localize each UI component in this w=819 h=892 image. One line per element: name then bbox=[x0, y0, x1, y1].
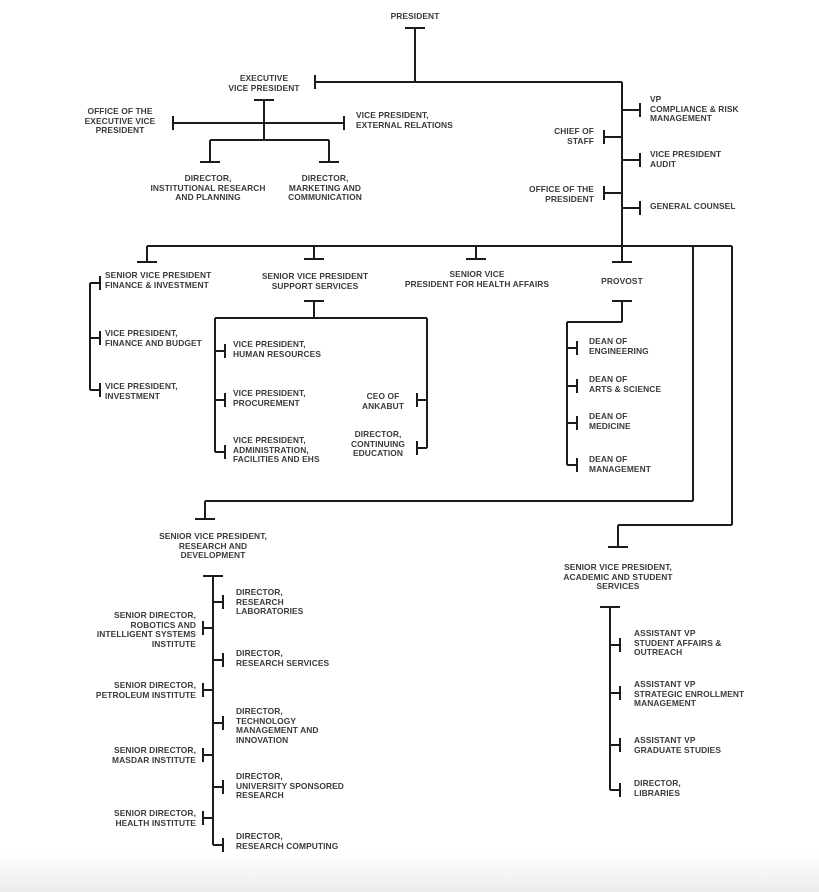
org-node-ceo-ankabut: CEO OF ANKABUT bbox=[361, 391, 405, 411]
connector-president-tree bbox=[314, 27, 623, 246]
org-node-avp-student-affairs: ASSISTANT VP STUDENT AFFAIRS & OUTREACH bbox=[634, 628, 722, 658]
org-node-president: PRESIDENT bbox=[390, 11, 440, 21]
connector-finance-spine bbox=[89, 276, 101, 397]
connector-academic-link bbox=[608, 524, 732, 548]
org-node-dean-medicine: DEAN OF MEDICINE bbox=[589, 411, 631, 431]
org-node-dir-technology-management: DIRECTOR, TECHNOLOGY MANAGEMENT AND INNO… bbox=[236, 706, 319, 746]
org-node-vp-audit: VICE PRESIDENT AUDIT bbox=[650, 149, 722, 169]
org-node-dir-university-sponsored-research: DIRECTOR, UNIVERSITY SPONSORED RESEARCH bbox=[236, 771, 344, 801]
org-node-vp-compliance-risk: VP COMPLIANCE & RISK MANAGEMENT bbox=[650, 94, 739, 124]
org-node-dean-arts-science: DEAN OF ARTS & SCIENCE bbox=[589, 374, 662, 394]
org-node-vp-investment: VICE PRESIDENT, INVESTMENT bbox=[105, 381, 178, 401]
org-node-office-of-president: OFFICE OF THE PRESIDENT bbox=[528, 184, 594, 204]
org-node-svp-health-affairs: SENIOR VICE PRESIDENT FOR HEALTH AFFAIRS bbox=[404, 269, 550, 289]
org-node-dir-libraries: DIRECTOR, LIBRARIES bbox=[634, 778, 681, 798]
org-node-dean-engineering: DEAN OF ENGINEERING bbox=[589, 336, 649, 356]
org-node-avp-graduate-studies: ASSISTANT VP GRADUATE STUDIES bbox=[634, 735, 722, 755]
org-node-dir-institutional-research: DIRECTOR, INSTITUTIONAL RESEARCH AND PLA… bbox=[150, 173, 266, 203]
org-node-svp-research-development: SENIOR VICE PRESIDENT, RESEARCH AND DEVE… bbox=[159, 531, 267, 561]
org-node-provost: PROVOST bbox=[601, 276, 643, 286]
org-node-svp-academic-student: SENIOR VICE PRESIDENT, ACADEMIC AND STUD… bbox=[563, 562, 673, 592]
org-node-executive-vp: EXECUTIVE VICE PRESIDENT bbox=[228, 73, 300, 93]
org-node-vp-human-resources: VICE PRESIDENT, HUMAN RESOURCES bbox=[233, 339, 322, 359]
org-node-chief-of-staff: CHIEF OF STAFF bbox=[554, 126, 594, 146]
org-node-avp-strategic-enrollment: ASSISTANT VP STRATEGIC ENROLLMENT MANAGE… bbox=[634, 679, 745, 709]
connector-level2-bus bbox=[137, 245, 733, 525]
org-node-svp-finance-investment: SENIOR VICE PRESIDENT FINANCE & INVESTME… bbox=[105, 270, 212, 290]
org-node-svp-support-services: SENIOR VICE PRESIDENT SUPPORT SERVICES bbox=[261, 271, 369, 291]
org-node-vp-finance-budget: VICE PRESIDENT, FINANCE AND BUDGET bbox=[105, 328, 202, 348]
org-node-dir-continuing-education: DIRECTOR, CONTINUING EDUCATION bbox=[350, 429, 406, 459]
org-node-dir-research-laboratories: DIRECTOR, RESEARCH LABORATORIES bbox=[236, 587, 304, 617]
connector-provost-bracket bbox=[566, 300, 632, 472]
org-node-vp-administration: VICE PRESIDENT, ADMINISTRATION, FACILITI… bbox=[233, 435, 320, 465]
org-node-sd-robotics-institute: SENIOR DIRECTOR, ROBOTICS AND INTELLIGEN… bbox=[96, 610, 196, 650]
connector-research-link bbox=[195, 500, 693, 520]
org-node-sd-health-institute: SENIOR DIRECTOR, HEALTH INSTITUTE bbox=[114, 808, 196, 828]
org-node-dean-management: DEAN OF MANAGEMENT bbox=[589, 454, 651, 474]
connector-evp-tree bbox=[172, 99, 345, 163]
connector-presidents-office-ticks bbox=[603, 103, 641, 215]
org-node-vp-procurement: VICE PRESIDENT, PROCUREMENT bbox=[233, 388, 306, 408]
org-node-office-of-evp: OFFICE OF THE EXECUTIVE VICE PRESIDENT bbox=[84, 106, 156, 136]
connector-support-bracket bbox=[214, 300, 428, 459]
org-node-vp-external-relations: VICE PRESIDENT, EXTERNAL RELATIONS bbox=[356, 110, 453, 130]
org-node-dir-research-services: DIRECTOR, RESEARCH SERVICES bbox=[236, 648, 330, 668]
org-node-sd-masdar-institute: SENIOR DIRECTOR, MASDAR INSTITUTE bbox=[112, 745, 196, 765]
connector-academic-spine bbox=[600, 606, 621, 797]
page-bottom-edge bbox=[0, 853, 819, 892]
org-node-dir-marketing-communication: DIRECTOR, MARKETING AND COMMUNICATION bbox=[288, 173, 362, 203]
org-node-dir-research-computing: DIRECTOR, RESEARCH COMPUTING bbox=[236, 831, 339, 851]
org-node-sd-petroleum-institute: SENIOR DIRECTOR, PETROLEUM INSTITUTE bbox=[95, 680, 196, 700]
org-node-general-counsel: GENERAL COUNSEL bbox=[650, 201, 736, 211]
connector-research-spine bbox=[202, 575, 224, 852]
